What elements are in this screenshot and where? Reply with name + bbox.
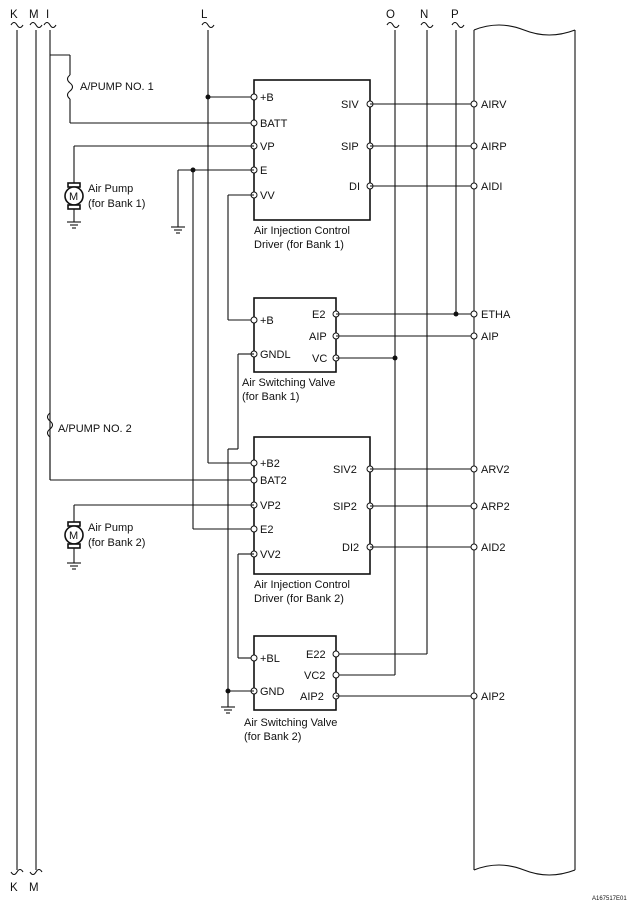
- aicd1-pin-vp: VP: [260, 141, 275, 153]
- air-pump-1: [64, 145, 254, 229]
- air-pump-2: [64, 504, 254, 570]
- connector-breaks-top: [10, 21, 465, 29]
- asv1-pin-e2: E2: [312, 309, 325, 321]
- fuse1-label: A/PUMP NO. 1: [80, 81, 154, 93]
- label-bottom-k: K: [10, 882, 18, 894]
- ecm-pin-arp2: ARP2: [481, 501, 510, 513]
- aicd2-pin-sip2: SIP2: [333, 501, 357, 513]
- asv2-box: [253, 635, 337, 711]
- ecm-pin-airp: AIRP: [481, 141, 507, 153]
- asv2-caption-line2: (for Bank 2): [244, 731, 301, 743]
- aicd2-pin-siv2: SIV2: [333, 464, 357, 476]
- ecm-pin-aidi: AIDI: [481, 181, 502, 193]
- vv-to-asv1: [227, 194, 254, 321]
- pump2-label-line1: Air Pump: [88, 522, 133, 534]
- aicd2-pin-e2: E2: [260, 524, 273, 536]
- asv2-wiring: [221, 448, 474, 714]
- aicd2-to-ecm: [370, 468, 474, 548]
- label-top-p: P: [451, 9, 459, 21]
- pump1-label-line1: Air Pump: [88, 183, 133, 195]
- aicd2-pin-vv2: VV2: [260, 549, 281, 561]
- ecm-pin-aip2: AIP2: [481, 691, 505, 703]
- label-top-m: M: [29, 9, 39, 21]
- asv1-caption-line2: (for Bank 1): [242, 391, 299, 403]
- aicd2-caption-line2: Driver (for Bank 2): [254, 593, 344, 605]
- pump2-motor-symbol: M: [69, 530, 78, 542]
- asv2-pin-gnd: GND: [260, 686, 285, 698]
- fuse2-label: A/PUMP NO. 2: [58, 423, 132, 435]
- ecm-pin-etha: ETHA: [481, 309, 511, 321]
- ecm-pin-airv: AIRV: [481, 99, 507, 111]
- asv1-pin-vc: VC: [312, 353, 327, 365]
- aicd2-pin-di2: DI2: [342, 542, 359, 554]
- aicd1-pin-sip: SIP: [341, 141, 359, 153]
- asv1-box: [253, 297, 337, 373]
- aicd1-caption-line2: Driver (for Bank 1): [254, 239, 344, 251]
- asv1-pin-gndl: GNDL: [260, 349, 291, 361]
- asv1-wiring: [237, 30, 474, 449]
- l-line: [205, 30, 254, 464]
- connector-breaks-bottom: [10, 868, 43, 876]
- e-ground-wiring: [171, 167, 254, 530]
- label-top-n: N: [420, 9, 428, 21]
- asv2-pin-bl: +BL: [260, 653, 280, 665]
- asv2-pin-aip2: AIP2: [300, 691, 324, 703]
- asv2-caption-line1: Air Switching Valve: [244, 717, 337, 729]
- label-top-k: K: [10, 9, 18, 21]
- aicd1-pin-di: DI: [349, 181, 360, 193]
- ecm-terminals: [470, 100, 478, 700]
- aicd1-pin-batt: BATT: [260, 118, 288, 130]
- pump2-label-line2: (for Bank 2): [88, 537, 145, 549]
- aicd1-pin-vv: VV: [260, 190, 275, 202]
- bus-lines: [16, 30, 51, 870]
- aicd2-pin-vp2: VP2: [260, 500, 281, 512]
- asv1-caption-line1: Air Switching Valve: [242, 377, 335, 389]
- asv1-pin-b: +B: [260, 315, 274, 327]
- label-top-l: L: [201, 9, 208, 21]
- fuse-a-pump-no-2: [46, 412, 254, 481]
- vv2-to-asv2: [237, 553, 254, 659]
- aicd1-to-ecm: [370, 103, 474, 187]
- ecm-pin-aip: AIP: [481, 331, 499, 343]
- ecm-block: [473, 24, 576, 876]
- asv2-pin-vc2: VC2: [304, 670, 325, 682]
- fuse-a-pump-no-1: [50, 54, 254, 124]
- pump1-label-line2: (for Bank 1): [88, 198, 145, 210]
- aicd2-pin-bat2: BAT2: [260, 475, 287, 487]
- asv2-pin-e22: E22: [306, 649, 326, 661]
- figure-id: A167517E01: [592, 896, 627, 902]
- n-line: [336, 30, 428, 655]
- ecm-pin-aid2: AID2: [481, 542, 505, 554]
- aicd1-caption-line1: Air Injection Control: [254, 225, 350, 237]
- aicd2-box: [253, 436, 371, 575]
- aicd2-caption-line1: Air Injection Control: [254, 579, 350, 591]
- asv2-terminals: [250, 650, 340, 700]
- label-bottom-m: M: [29, 882, 39, 894]
- label-top-o: O: [386, 9, 395, 21]
- aicd1-pin-siv: SIV: [341, 99, 359, 111]
- label-top-i: I: [46, 9, 49, 21]
- asv1-pin-aip: AIP: [309, 331, 327, 343]
- aicd2-pin-b2: +B2: [260, 458, 280, 470]
- aicd1-pin-b: +B: [260, 92, 274, 104]
- ecm-pin-arv2: ARV2: [481, 464, 510, 476]
- aicd1-pin-e: E: [260, 165, 267, 177]
- o-line: [336, 30, 396, 676]
- aicd1-box: [253, 79, 371, 221]
- pump1-motor-symbol: M: [69, 191, 78, 203]
